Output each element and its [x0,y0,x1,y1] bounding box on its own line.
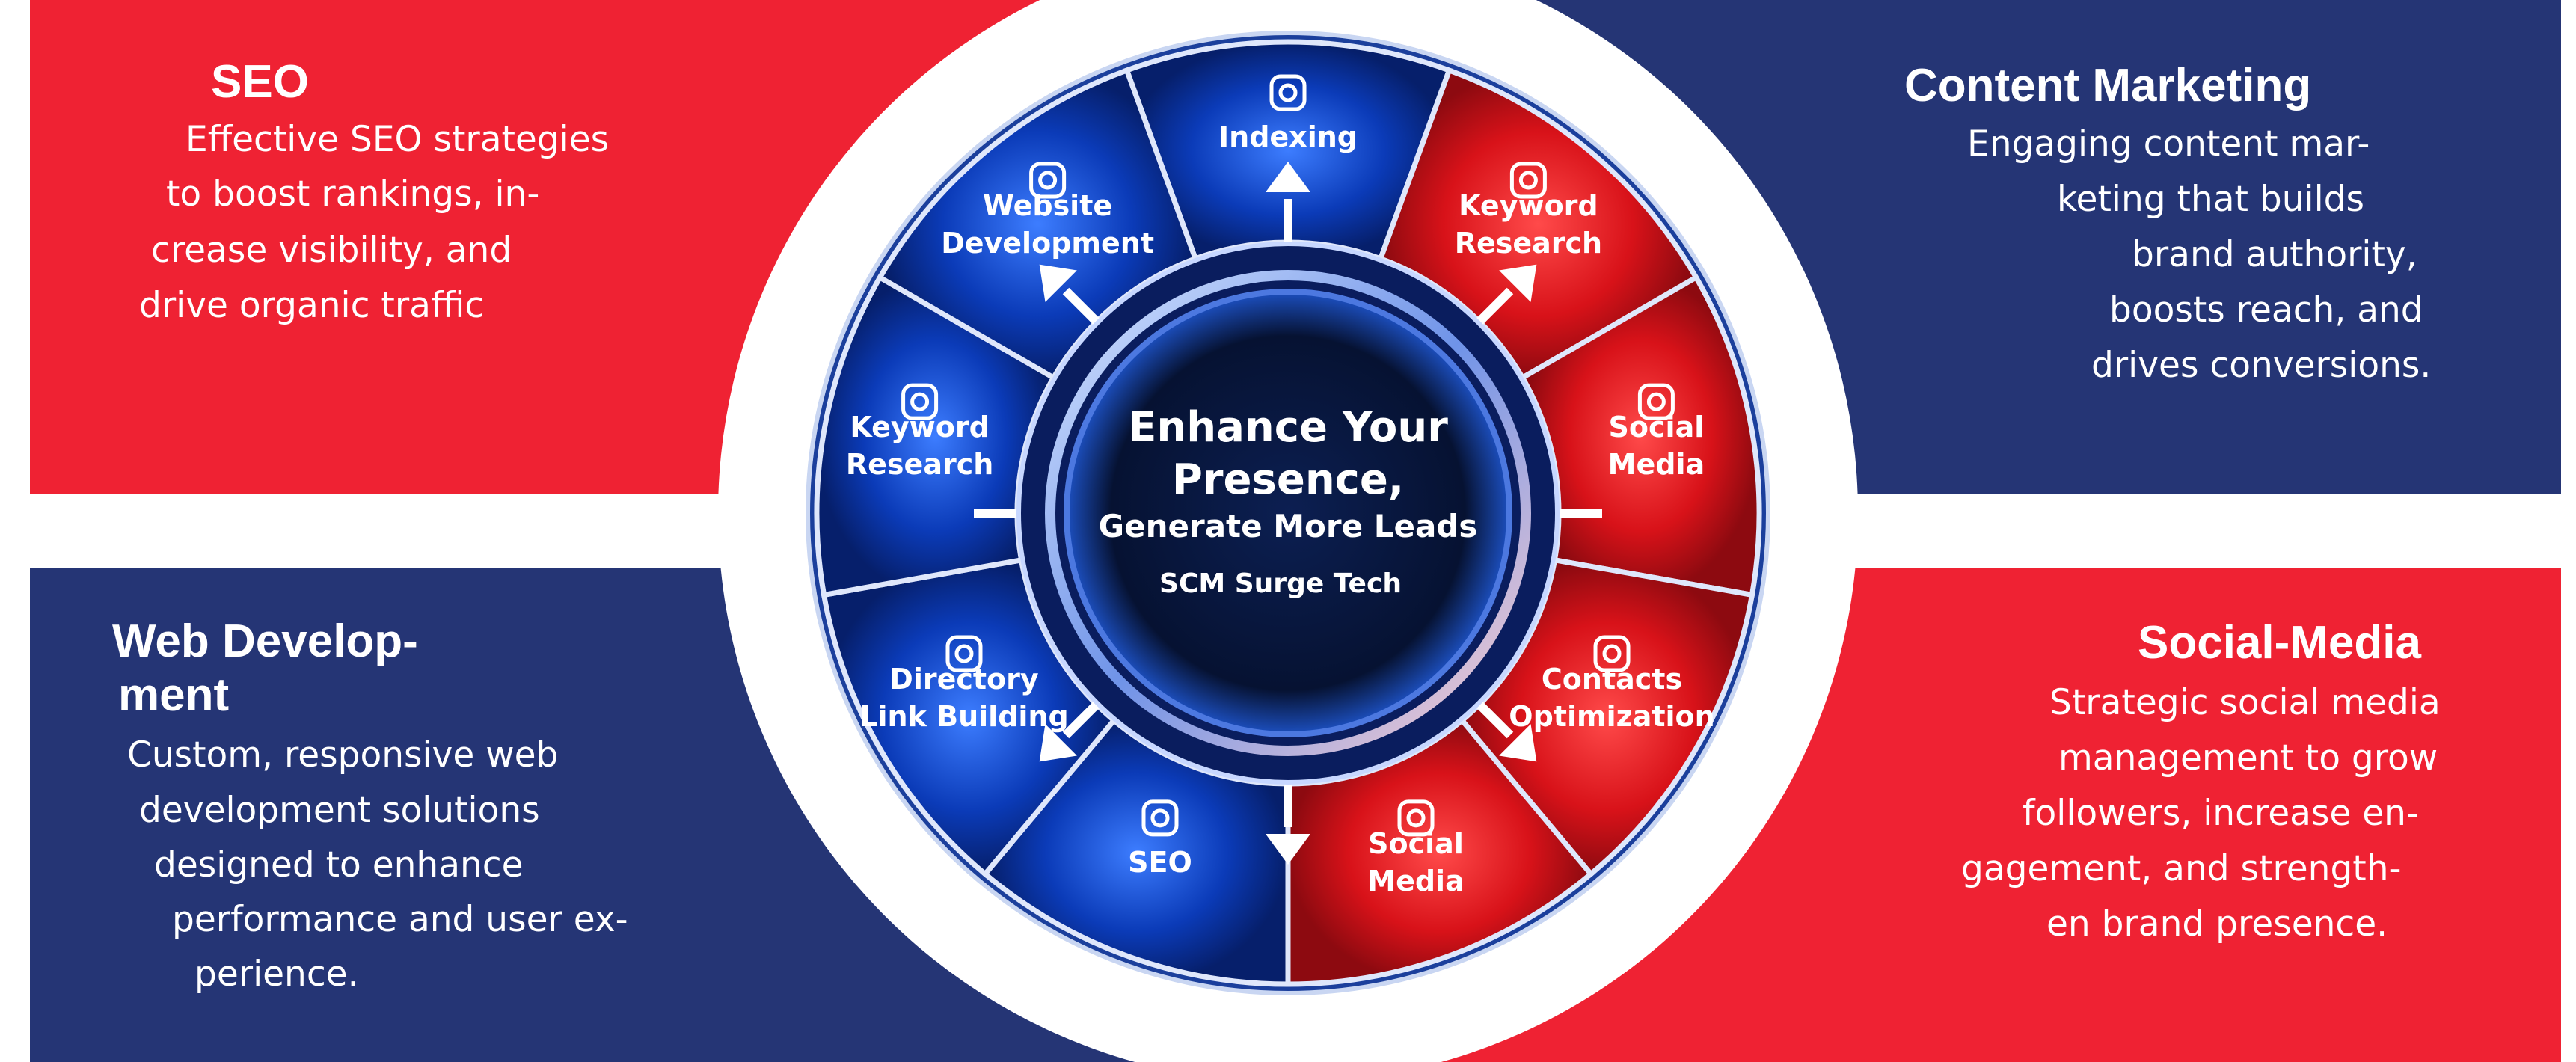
web-development-card-title-line-2: ment [118,669,229,721]
social-media-card-line-3: followers, increase en- [2023,793,2419,834]
social-media-card-line-2: management to grow [2058,737,2438,779]
arrow-head-1 [1266,162,1310,193]
monitor-code-icon [1029,162,1067,199]
document-search-icon [901,383,939,420]
check-circle-icon [1593,635,1631,672]
segment-label-social-media-right-1: Social [1609,411,1705,443]
seo-card-line-2: to boost rankings, in- [166,174,539,215]
segment-label-directory-link-building-2: Link Building [859,700,1068,733]
arrow-head-5 [1266,833,1310,865]
arrow-head-4 [1499,724,1537,762]
segment-label-directory-link-building-1: Directory [889,663,1039,696]
hub-title-line-2: Presence, [1172,455,1404,504]
segment-label-seo-segment-1: SEO [1128,846,1192,879]
arrow-head-8 [1039,264,1077,302]
web-development-card-line-3: designed to enhance [154,844,524,885]
web-development-card-title-line-1: Web Develop- [112,616,418,667]
instagram-icon [1397,799,1435,837]
seo-card-line-4: drive organic traffic [139,285,484,326]
content-marketing-card-line-2: keting that builds [2057,179,2364,220]
segment-label-social-media-bottom-1: Social [1368,827,1464,860]
web-development-card-shape [30,568,1135,1062]
segment-label-social-media-right-2: Media [1608,448,1705,481]
social-media-card-title: Social-Media [2138,617,2422,669]
document-search-icon [1509,162,1547,199]
social-media-card-line-5: en brand presence. [2046,903,2388,945]
social-media-card-shape [1441,568,2561,1062]
segment-label-contacts-optimization-2: Optimization [1509,700,1714,733]
seo-card-line-1: Effective SEO strategies [185,119,609,160]
segment-label-keyword-research-right-2: Research [1455,227,1602,260]
wheel-labels: IndexingKeywordResearchSocialMediaContac… [846,74,1715,897]
hub-subtitle: Generate More Leads [1099,508,1478,544]
seo-card-title: SEO [211,56,309,108]
segment-label-indexing-1: Indexing [1218,120,1358,153]
social-media-card-line-1: Strategic social media [2049,682,2441,723]
social-media-card-line-4: gagement, and strength- [1961,848,2401,889]
content-marketing-card-line-4: boosts reach, and [2109,289,2423,331]
segment-label-website-development-1: Website [983,189,1112,222]
web-development-card: Web Develop- ment Custom, responsive web… [30,568,1135,1062]
segment-label-keyword-research-right-1: Keyword [1459,189,1598,222]
wheel-inner-ring [1045,270,1531,756]
content-marketing-card-line-1: Engaging content mar- [1967,123,2370,165]
web-development-card-line-5: perience. [194,954,359,995]
instagram-icon [1637,383,1675,420]
content-marketing-card-shape [1536,0,2561,494]
wheel-hub [1064,289,1512,737]
wheel-segments [814,39,1762,987]
wheel-arrows [1039,162,1537,865]
service-wheel: Enhance Your Presence, Generate More Lea… [806,31,1770,995]
chain-link-icon [945,635,983,672]
segment-label-keyword-research-left-2: Research [846,448,993,481]
segment-label-website-development-2: Development [941,227,1154,260]
arrow-head-2 [1499,264,1537,302]
web-development-card-line-1: Custom, responsive web [127,734,558,776]
link-icon [1269,74,1307,111]
hub-title-line-1: Enhance Your [1128,403,1448,452]
seo-card-shape [30,0,1040,494]
content-marketing-card-line-5: drives conversions. [2091,345,2431,386]
web-development-card-line-2: development solutions [139,790,540,831]
content-marketing-card-line-3: brand authority, [2132,234,2417,275]
web-development-card-line-4: performance and user ex- [172,899,628,940]
content-marketing-card-title: Content Marketing [1904,60,2311,111]
segment-label-keyword-research-left-1: Keyword [850,411,989,443]
seo-card-line-3: crease visibility, and [151,230,512,271]
hub-brand: SCM Surge Tech [1159,568,1402,599]
content-marketing-card: Content Marketing Engaging content mar- … [1536,0,2561,494]
social-media-card: Social-Media Strategic social media mana… [1441,568,2561,1062]
seo-card: SEO Effective SEO strategies to boost ra… [30,0,1040,494]
seo-magnifier-icon [1141,799,1179,837]
arrow-head-6 [1039,724,1077,762]
segment-label-social-media-bottom-2: Media [1367,865,1464,897]
segment-label-contacts-optimization-1: Contacts [1542,663,1682,696]
